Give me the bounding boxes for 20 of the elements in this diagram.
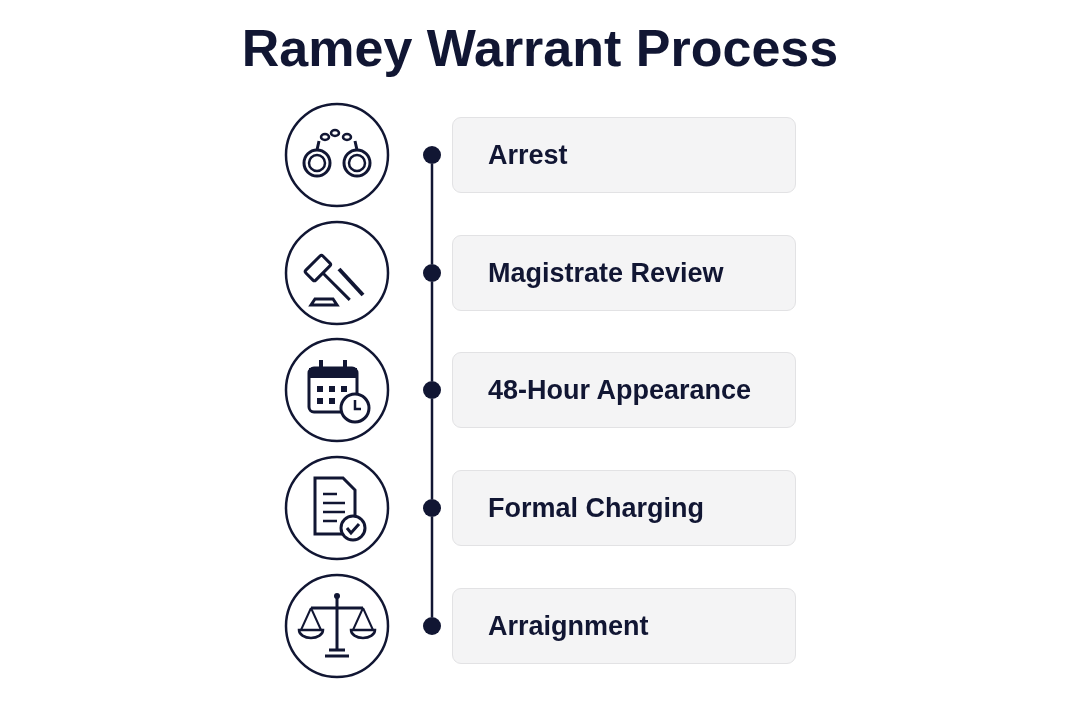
timeline-dot <box>423 264 441 282</box>
timeline-dot <box>423 499 441 517</box>
title: Ramey Warrant Process <box>240 18 840 78</box>
step-label: 48-Hour Appearance <box>487 374 752 406</box>
step-card <box>452 352 796 428</box>
step-label: Formal Charging <box>487 492 704 524</box>
step-label: Magistrate Review <box>487 257 724 289</box>
step-card <box>452 588 796 664</box>
timeline-line <box>430 399 434 499</box>
step-card <box>452 117 796 193</box>
step-label: Arrest <box>487 139 568 171</box>
timeline-line <box>430 517 434 617</box>
step-card <box>452 470 796 546</box>
timeline-line <box>430 282 434 381</box>
timeline-dot <box>423 146 441 164</box>
timeline-dot <box>423 617 441 635</box>
timeline-dot <box>423 381 441 399</box>
step-card <box>452 235 796 311</box>
timeline-line <box>430 164 434 264</box>
step-label: Arraignment <box>487 610 649 642</box>
